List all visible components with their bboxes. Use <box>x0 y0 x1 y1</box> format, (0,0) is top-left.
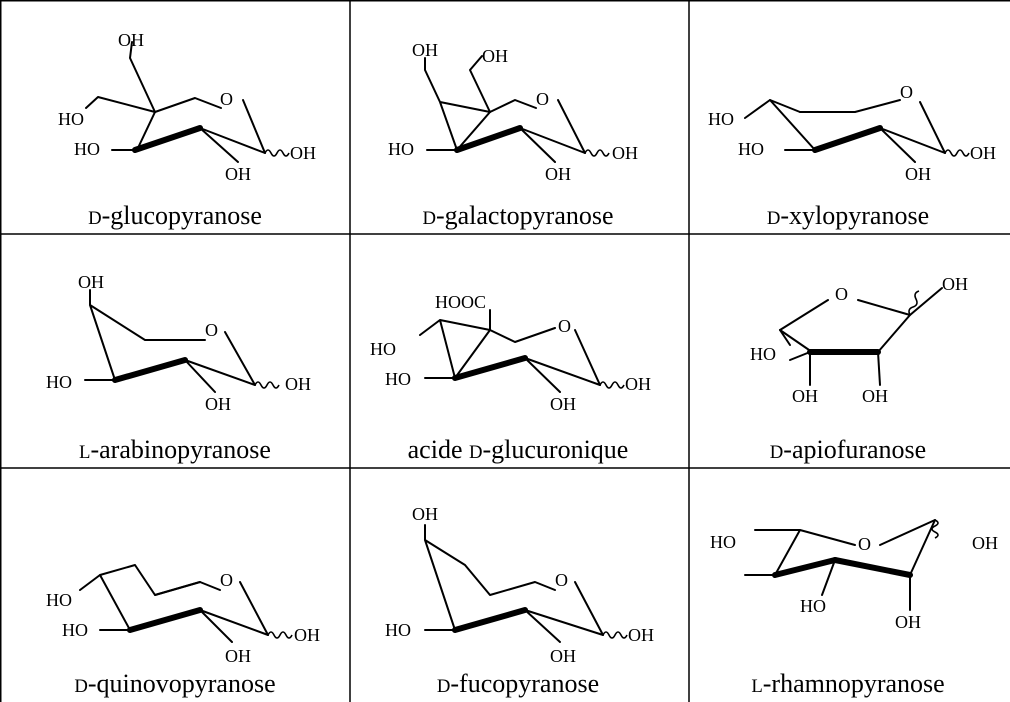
atom-ho: HO <box>46 590 72 610</box>
sugar-name: -galactopyranose <box>436 201 614 230</box>
atom-oh: OH <box>970 143 996 163</box>
sugar-name: -quinovopyranose <box>88 669 276 698</box>
atom-oh: OH <box>118 30 144 50</box>
sugar-name-lead: acide <box>408 435 469 464</box>
sugar-label-apiofuranose: D-apiofuranose <box>770 435 926 464</box>
atom-oh: OH <box>290 143 316 163</box>
atom-ho: HO <box>46 372 72 392</box>
atom-oh: OH <box>628 625 654 645</box>
configuration-prefix: D <box>469 442 483 463</box>
atom-hooc: HOOC <box>435 292 486 312</box>
atom-oh: OH <box>972 533 998 553</box>
atom-o: O <box>205 320 218 340</box>
sugar-label-galactopyranose: D-galactopyranose <box>422 201 613 230</box>
atom-o: O <box>558 316 571 336</box>
sugar-label-xylopyranose: D-xylopyranose <box>767 201 929 230</box>
structure-apiofuranose: O OH HO OH OH <box>750 274 968 406</box>
atom-oh: OH <box>285 374 311 394</box>
atom-ho: HO <box>800 596 826 616</box>
structure-xylopyranose: O HO HO OH OH <box>708 82 996 184</box>
sugar-label-quinovopyranose: D-quinovopyranose <box>74 669 275 698</box>
sugar-name: -glucuronique <box>483 435 629 464</box>
atom-ho: HO <box>710 532 736 552</box>
sugar-label-arabinopyranose: L-arabinopyranose <box>79 435 271 464</box>
sugar-label-rhamnopyranose: L-rhamnopyranose <box>751 669 944 698</box>
atom-oh: OH <box>625 374 651 394</box>
sugar-label-glucuronique: acide D-glucuronique <box>408 435 629 464</box>
atom-oh: OH <box>205 394 231 414</box>
atom-oh: OH <box>225 164 251 184</box>
atom-o: O <box>858 534 871 554</box>
atom-oh: OH <box>905 164 931 184</box>
configuration-prefix: D <box>88 208 102 229</box>
structure-rhamnopyranose: HO O OH HO OH <box>710 519 998 632</box>
atom-o: O <box>220 570 233 590</box>
sugar-name: -fucopyranose <box>450 669 599 698</box>
atom-o: O <box>555 570 568 590</box>
atom-oh: OH <box>862 386 888 406</box>
sugar-label-glucopyranose: D-glucopyranose <box>88 201 262 230</box>
sugar-name: -xylopyranose <box>780 201 929 230</box>
structure-glucuronique: HOOC O HO HO OH OH <box>370 292 651 414</box>
atom-oh: OH <box>294 625 320 645</box>
configuration-prefix: D <box>74 676 88 697</box>
structure-galactopyranose: OH OH O HO OH OH <box>388 40 638 184</box>
configuration-prefix: D <box>422 208 436 229</box>
atom-ho: HO <box>62 620 88 640</box>
structure-glucopyranose: OH O HO HO OH OH <box>58 30 316 184</box>
configuration-prefix: L <box>79 442 90 463</box>
atom-o: O <box>536 89 549 109</box>
configuration-prefix: L <box>751 676 762 697</box>
configuration-prefix: D <box>437 676 451 697</box>
atom-oh: OH <box>225 646 251 666</box>
sugar-name: -rhamnopyranose <box>763 669 945 698</box>
atom-oh: OH <box>482 46 508 66</box>
sugar-name: -glucopyranose <box>102 201 262 230</box>
atom-oh: OH <box>612 143 638 163</box>
atom-oh: OH <box>550 646 576 666</box>
sugar-name: -arabinopyranose <box>90 435 270 464</box>
atom-ho: HO <box>738 139 764 159</box>
atom-ho: HO <box>385 369 411 389</box>
atom-o: O <box>900 82 913 102</box>
atom-ho: HO <box>370 339 396 359</box>
atom-ho: HO <box>750 344 776 364</box>
atom-ho: HO <box>708 109 734 129</box>
structure-fucopyranose: OH O HO OH OH <box>385 504 654 666</box>
structure-arabinopyranose: OH O HO OH OH <box>46 272 311 414</box>
configuration-prefix: D <box>767 208 781 229</box>
atom-oh: OH <box>792 386 818 406</box>
atom-ho: HO <box>388 139 414 159</box>
atom-ho: HO <box>58 109 84 129</box>
atom-oh: OH <box>895 612 921 632</box>
atom-oh: OH <box>550 394 576 414</box>
atom-ho: HO <box>74 139 100 159</box>
sugar-name: -apiofuranose <box>783 435 926 464</box>
atom-oh: OH <box>412 504 438 524</box>
configuration-prefix: D <box>770 442 784 463</box>
atom-oh: OH <box>545 164 571 184</box>
atom-oh: OH <box>78 272 104 292</box>
atom-o: O <box>835 284 848 304</box>
atom-oh: OH <box>942 274 968 294</box>
structure-quinovopyranose: O HO HO OH OH <box>46 564 320 666</box>
sugar-label-fucopyranose: D-fucopyranose <box>437 669 599 698</box>
atom-ho: HO <box>385 620 411 640</box>
atom-oh: OH <box>412 40 438 60</box>
atom-o: O <box>220 89 233 109</box>
